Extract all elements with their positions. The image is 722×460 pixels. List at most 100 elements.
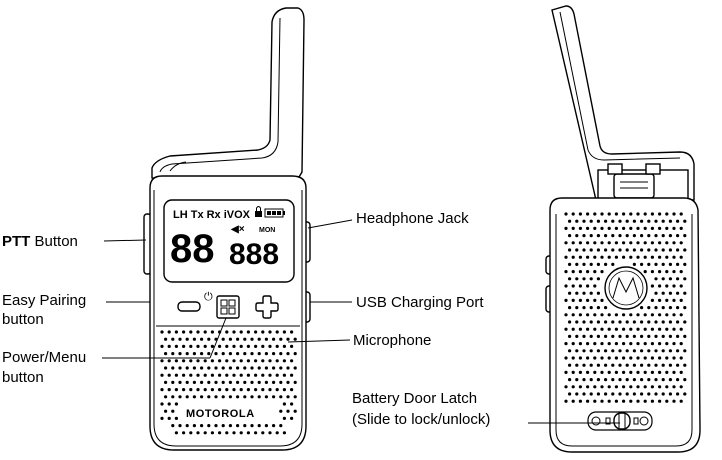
grille-dot [182, 344, 186, 348]
callout-lines [102, 219, 620, 424]
grille-dot [564, 370, 568, 374]
grille-dot [582, 334, 586, 338]
grille-dot [622, 356, 626, 360]
power-menu-button[interactable] [216, 295, 240, 319]
grille-dot [228, 424, 232, 428]
grille-dot [611, 248, 615, 252]
grille-dot [650, 255, 655, 259]
grille-dot [279, 409, 283, 413]
back-body [549, 197, 701, 453]
grille-dot [290, 359, 294, 363]
grille-dot [200, 380, 204, 384]
grille-dot [236, 352, 240, 356]
grille-dot [586, 313, 590, 317]
grille-dot [239, 344, 243, 348]
grille-dot [632, 363, 637, 367]
grille-dot [214, 395, 218, 399]
grille-dot [665, 342, 669, 346]
grille-dot [643, 241, 647, 245]
battery-door-latch[interactable] [587, 411, 653, 431]
grille-dot [232, 431, 236, 435]
grille-dot [167, 416, 171, 420]
grille-dot [210, 344, 214, 348]
grille-dot [676, 378, 680, 382]
grille-dot [640, 262, 644, 266]
grille-dot [668, 349, 673, 353]
grille-dot [636, 226, 640, 230]
grille-dot [604, 219, 608, 223]
grille-dot [632, 349, 637, 353]
grille-dot [650, 284, 655, 288]
grille-dot [661, 378, 665, 382]
grille-dot [582, 219, 586, 223]
grille-dot [286, 337, 290, 341]
grille-dot [672, 313, 676, 317]
grille-dot [632, 234, 637, 238]
grille-dot [614, 212, 619, 216]
grille-dot [243, 337, 247, 341]
mute-icon: ◀× [230, 224, 245, 235]
grille-dot [596, 392, 601, 396]
grille-dot [672, 298, 676, 302]
grille-dot [236, 380, 240, 384]
grille-dot [668, 262, 673, 266]
grille-dot [210, 373, 214, 377]
grille-dot [683, 306, 687, 310]
grille-dot [160, 344, 164, 348]
grille-dot [189, 431, 193, 435]
grille-dot [178, 352, 182, 356]
grille-dot [192, 366, 196, 370]
power-icon: ⏻ [204, 290, 213, 303]
grille-dot [625, 234, 629, 238]
grille-dot [257, 395, 261, 399]
grille-dot [203, 388, 207, 392]
grille-dot [643, 255, 647, 259]
grille-dot [282, 359, 286, 363]
grille-dot [607, 356, 611, 360]
grille-dot [185, 380, 189, 384]
grille-dot [564, 255, 568, 259]
grille-dot [632, 262, 637, 266]
grille-dot [672, 327, 676, 331]
grille-dot [210, 431, 214, 435]
grille-dot [676, 248, 680, 252]
grille-dot [658, 370, 662, 374]
grille-dot [593, 255, 597, 259]
grille-dot [254, 373, 258, 377]
grille-dot [182, 388, 186, 392]
grille-dot [589, 363, 593, 367]
grille-dot [568, 219, 572, 223]
grille-dot [593, 399, 597, 403]
grille-dot [293, 352, 297, 356]
grille-dot [282, 330, 286, 334]
headphone-jack-label: Headphone Jack [356, 210, 469, 227]
front-radio: LH Tx Rx iVOX 88 ◀× MON 888 ⏻ [143, 7, 311, 451]
menu-grid-icon [220, 299, 236, 315]
grille-dot [632, 378, 637, 382]
plus-button[interactable] [255, 295, 279, 319]
grille-dot [650, 342, 655, 346]
grille-dot [661, 234, 665, 238]
grille-dot [672, 342, 676, 346]
grille-dot [196, 359, 200, 363]
easy-pairing-button[interactable] [177, 301, 201, 312]
grille-dot [264, 395, 268, 399]
grille-dot [243, 366, 247, 370]
grille-dot [683, 234, 687, 238]
grille-dot [604, 234, 608, 238]
grille-dot [185, 352, 189, 356]
grille-dot [221, 352, 225, 356]
grille-dot [286, 380, 290, 384]
grille-dot [568, 378, 572, 382]
grille-dot [203, 431, 207, 435]
lcd-channel-digits: 88 [170, 227, 215, 271]
grille-dot [589, 248, 593, 252]
grille-dot [568, 349, 572, 353]
grille-dot [279, 424, 283, 428]
grille-dot [564, 342, 568, 346]
grille-dot [665, 327, 669, 331]
grille-dot [264, 337, 268, 341]
grille-dot [629, 313, 633, 317]
grille-dot [679, 313, 683, 317]
